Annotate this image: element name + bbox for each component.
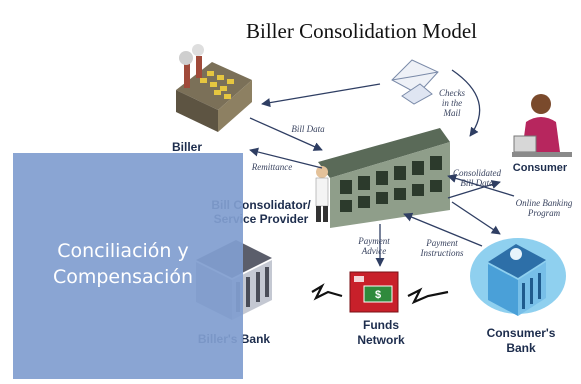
payment-instructions-line1: Payment: [426, 238, 458, 248]
consolidated-line1: Consolidated: [452, 168, 501, 178]
consumers-bank-label-line2: Bank: [506, 341, 536, 355]
bank-building-icon: [470, 238, 566, 316]
payment-advice-line2: Advice: [361, 246, 387, 256]
payment-advice-line1: Payment: [358, 236, 390, 246]
online-banking-line2: Program: [527, 208, 561, 218]
server-room-icon: [315, 128, 450, 228]
envelope-icon: [391, 59, 439, 105]
consumer-label: Consumer: [512, 162, 568, 174]
funds-network-label-line1: Funds: [363, 318, 399, 332]
remittance-label: Remittance: [251, 162, 293, 172]
factory-icon: [176, 44, 252, 132]
online-banking-program-label: Online Banking Program: [508, 198, 580, 218]
checks-line3: Mail: [443, 108, 461, 118]
consolidated-line2: Bill Data: [460, 178, 494, 188]
bill-data-label: Bill Data: [291, 124, 325, 134]
consumers-bank-label: Consumer's Bank: [476, 326, 566, 356]
checks-in-mail-label: Checks in the Mail: [432, 88, 472, 118]
flow-arrows: [249, 69, 515, 305]
checks-line2: in the: [441, 98, 463, 108]
funds-network-label-line2: Network: [357, 333, 405, 347]
online-banking-line1: Online Banking: [515, 198, 573, 208]
checks-line1: Checks: [439, 88, 465, 98]
consumers-bank-label-line1: Consumer's: [486, 326, 556, 340]
payment-instructions-line2: Instructions: [420, 248, 464, 258]
consolidated-bill-data-label: Consolidated Bill Data: [446, 168, 508, 188]
overlay-caption: Conciliación y Compensación: [52, 240, 194, 288]
funds-network-label: Funds Network: [346, 318, 416, 348]
biller-label: Biller: [172, 140, 203, 154]
payment-instructions-label: Payment Instructions: [412, 238, 472, 258]
overlay-panel: [13, 153, 243, 379]
svg-text:$: $: [375, 289, 381, 301]
funds-network-icon: $: [349, 271, 399, 313]
payment-advice-label: Payment Advice: [350, 236, 398, 256]
person-at-desk-icon: [512, 94, 572, 157]
diagram-title: Biller Consolidation Model: [246, 19, 477, 43]
